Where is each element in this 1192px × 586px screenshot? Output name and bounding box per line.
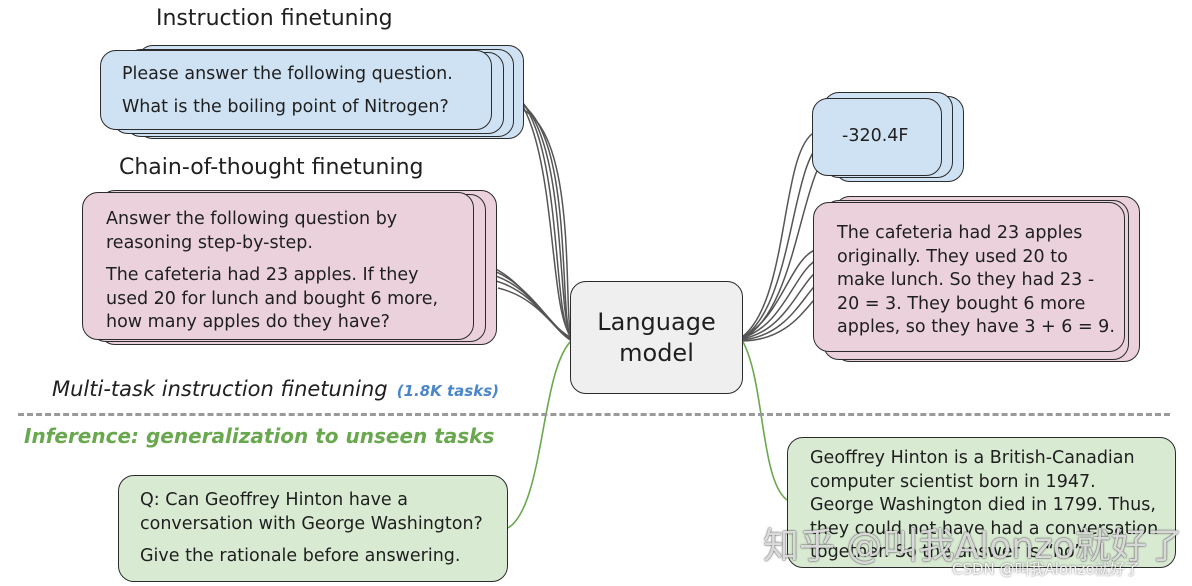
multitask-label: Multi-task instruction finetuning (1.8K … (52, 377, 499, 401)
inference-title: Inference: generalization to unseen task… (24, 424, 495, 448)
instruction-example-box: Please answer the following question. Wh… (100, 50, 492, 130)
zhihu-watermark: 知乎 @叫我Alonzo就好了 (763, 526, 1183, 567)
instruction-finetuning-title: Instruction finetuning (156, 6, 393, 31)
inference-input-box: Q: Can Geoffrey Hinton have a conversati… (118, 475, 508, 582)
language-model-label: Language model (597, 307, 716, 367)
cot-question: The cafeteria had 23 apples. If they use… (106, 265, 439, 332)
training-inference-divider (18, 413, 1170, 416)
connector-cot-5 (497, 287, 573, 342)
cot-answer-box: The cafeteria had 23 apples originally. … (813, 202, 1125, 352)
short-answer-box: -320.4F (812, 98, 942, 176)
connector-inference-output (741, 339, 788, 501)
short-answer-text: -320.4F (842, 126, 909, 147)
inference-instruction: Give the rationale before answering. (140, 546, 461, 566)
cot-example-box: Answer the following question by reasoni… (82, 192, 474, 340)
inference-output-box: Geoffrey Hinton is a British-Canadian co… (787, 437, 1176, 568)
connector-cot-answer-2 (741, 257, 821, 339)
connector-inference-input (507, 339, 573, 529)
connector-cot-answer-1 (741, 249, 816, 338)
instruction-line-2: What is the boiling point of Nitrogen? (122, 96, 449, 117)
cot-prompt: Answer the following question by reasoni… (106, 209, 398, 253)
inference-question: Q: Can Geoffrey Hinton have a conversati… (140, 490, 483, 534)
multitask-title: Multi-task instruction finetuning (52, 377, 388, 401)
connector-instruction-4 (512, 99, 572, 339)
inference-output-text: Geoffrey Hinton is a British-Canadian co… (810, 448, 1159, 562)
cot-answer-text: The cafeteria had 23 apples originally. … (837, 223, 1115, 337)
instruction-line-1: Please answer the following question. (122, 64, 453, 84)
connector-instruction-5 (518, 107, 573, 340)
connector-short-1 (741, 131, 816, 338)
multitask-tasks-count: (1.8K tasks) (396, 382, 499, 400)
language-model-box: Language model (570, 281, 743, 394)
csdn-watermark: CSDN @叫我Alonzo就好了 (952, 560, 1140, 578)
cot-finetuning-title: Chain-of-thought finetuning (119, 155, 424, 180)
